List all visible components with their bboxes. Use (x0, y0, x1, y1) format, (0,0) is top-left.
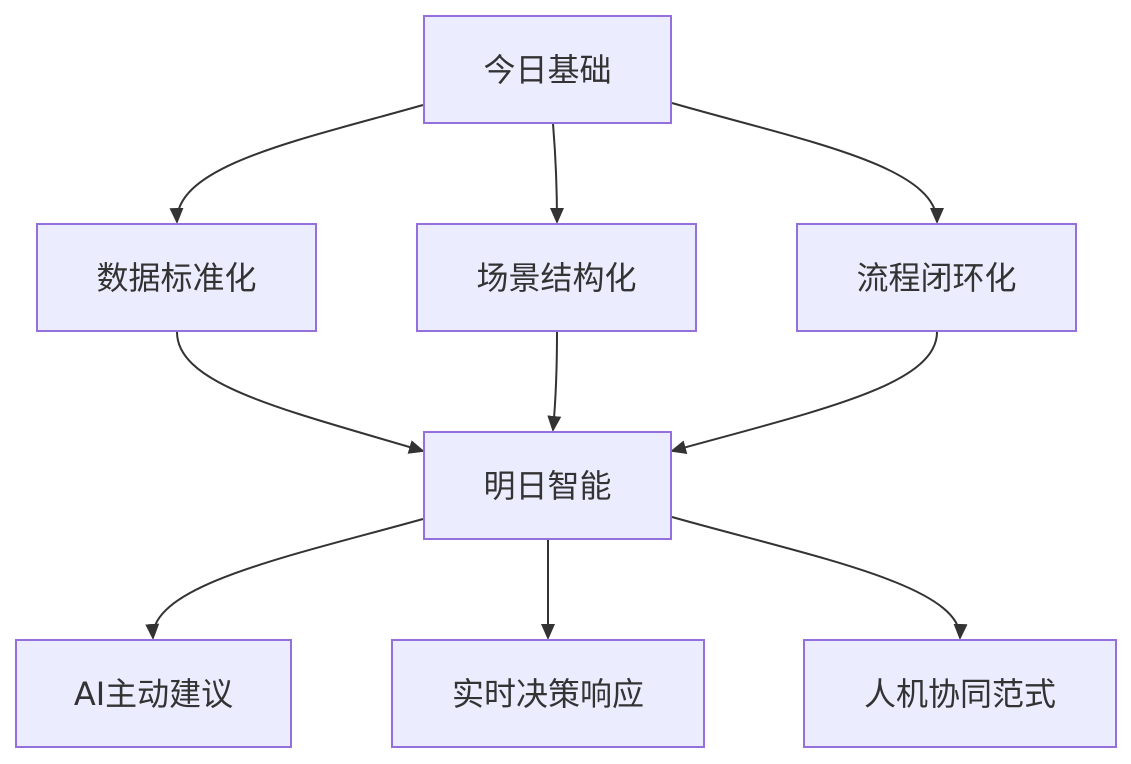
edge-today-to-data-standardization (169, 104, 424, 224)
node-today-foundation: 今日基础 (423, 15, 672, 124)
node-label: 明日智能 (483, 466, 612, 505)
node-process-closed-loop: 流程闭环化 (796, 223, 1077, 332)
node-ai-proactive-suggestion: AI主动建议 (15, 639, 292, 748)
node-label: 流程闭环化 (856, 258, 1017, 297)
node-label: 今日基础 (483, 50, 612, 89)
node-label: AI主动建议 (73, 674, 234, 713)
node-data-standardization: 数据标准化 (36, 223, 317, 332)
edge-tomorrow-to-ai-suggestion (145, 518, 424, 640)
edge-data-standardization-to-tomorrow (176, 331, 425, 454)
node-tomorrow-intelligence: 明日智能 (423, 431, 672, 540)
node-label: 实时决策响应 (451, 674, 644, 713)
node-label: 数据标准化 (96, 258, 257, 297)
node-label: 场景结构化 (476, 258, 637, 297)
node-realtime-decision-response: 实时决策响应 (391, 639, 705, 748)
edge-process-closed-loop-to-tomorrow (670, 331, 938, 455)
edge-tomorrow-to-human-machine (671, 516, 968, 640)
edge-today-to-scenario-structuring (549, 123, 564, 224)
edge-today-to-process-closed-loop (671, 102, 944, 224)
node-label: 人机协同范式 (863, 674, 1056, 713)
node-human-machine-collaboration: 人机协同范式 (803, 639, 1117, 748)
edge-scenario-structuring-to-tomorrow (547, 331, 562, 432)
node-scenario-structuring: 场景结构化 (416, 223, 697, 332)
